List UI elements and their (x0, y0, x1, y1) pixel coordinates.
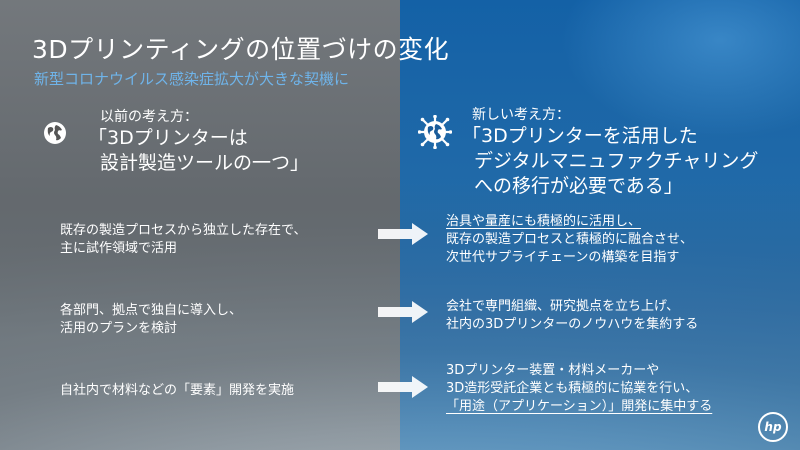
slide-subtitle: 新型コロナウイルス感染症拡大が大きな契機に (34, 70, 350, 88)
left-item-2-line1: 各部門、拠点で独自に導入し、 (60, 303, 243, 318)
right-item-2-line2: 社内の3Dプリンターのノウハウを集約する (446, 317, 699, 332)
right-item-3: 3Dプリンター装置・材料メーカーや 3D造形受託企業とも積極的に協業を行い、 「… (446, 362, 712, 416)
right-heading-line3: への移行が必要である」 (474, 175, 683, 197)
left-item-3: 自社内で材料などの「要素」開発を実施 (60, 382, 294, 400)
arrow-right-icon (378, 301, 428, 323)
right-heading-line2: デジタルマニュファクチャリング (474, 150, 759, 172)
arrow-right-icon (378, 223, 428, 245)
left-heading-small: 以前の考え方： (100, 109, 198, 125)
right-item-3-line3: 「用途（アプリケーション）」開発に集中する (446, 399, 713, 414)
right-item-1-line1: 治具や量産にも積極的に活用し、 (446, 214, 642, 229)
globe-icon (44, 122, 66, 144)
left-heading-line1: 「3Dプリンターは (88, 127, 248, 149)
left-item-3-line1: 自社内で材料などの「要素」開発を実施 (60, 383, 295, 398)
right-panel (400, 0, 800, 450)
right-heading-line1: 「3Dプリンターを活用した (462, 125, 698, 147)
right-item-1-line2: 既存の製造プロセスと積極的に融合させ、 (446, 232, 694, 247)
right-item-1: 治具や量産にも積極的に活用し、 既存の製造プロセスと積極的に融合させ、 次世代サ… (446, 213, 693, 267)
slide-title: 3Dプリンティングの位置づけの変化 (32, 35, 450, 64)
left-item-1-line2: 主に試作領域で活用 (60, 241, 178, 256)
right-item-3-line2: 3D造形受託企業とも積極的に協業を行い、 (446, 381, 699, 396)
light-glow (560, 0, 800, 140)
left-item-1: 既存の製造プロセスから独立した存在で、 主に試作領域で活用 (60, 222, 306, 258)
hp-logo-icon: hp (758, 412, 788, 442)
right-item-2: 会社で専門組織、研究拠点を立ち上げ、 社内の3Dプリンターのノウハウを集約する (446, 298, 698, 334)
left-item-2: 各部門、拠点で独自に導入し、 活用のプランを検討 (60, 302, 242, 338)
right-item-3-line1: 3Dプリンター装置・材料メーカーや (446, 363, 660, 378)
virus-globe-icon (418, 115, 452, 149)
logo-text: hp (764, 420, 782, 434)
arrow-right-icon (378, 376, 428, 398)
right-item-2-line1: 会社で専門組織、研究拠点を立ち上げ、 (446, 299, 680, 314)
left-item-2-line2: 活用のプランを検討 (60, 321, 178, 336)
right-heading-small: 新しい考え方： (472, 107, 570, 123)
left-heading-line2: 設計製造ツールの一つ」 (100, 152, 310, 174)
left-item-1-line1: 既存の製造プロセスから独立した存在で、 (60, 223, 307, 238)
right-item-1-line3: 次世代サプライチェーンの構築を目指す (446, 250, 680, 265)
left-panel (0, 0, 400, 450)
